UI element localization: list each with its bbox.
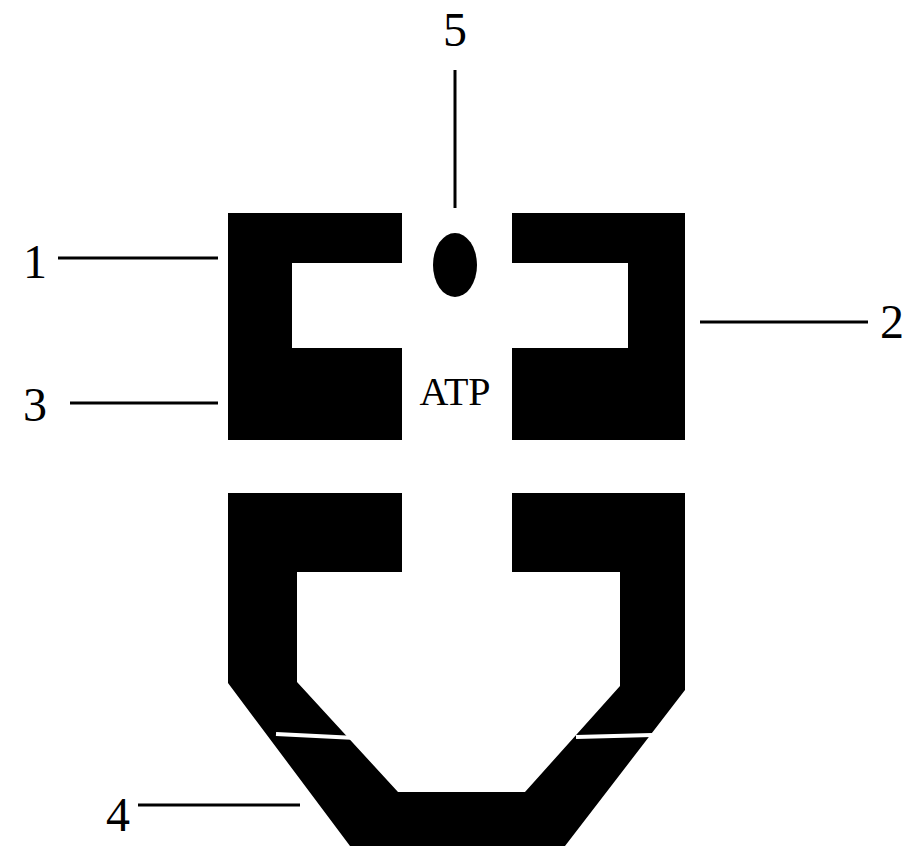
- leader-line: [138, 804, 300, 807]
- enzyme-part-left: [228, 213, 402, 440]
- callout-number: 3: [23, 381, 47, 429]
- substrate-label: ATP: [419, 372, 490, 412]
- cut-line: [276, 734, 356, 738]
- cut-line: [576, 735, 652, 737]
- callout-number: 1: [23, 238, 47, 286]
- leader-line: [58, 257, 218, 260]
- substrate-ellipse: [433, 233, 477, 297]
- leader-line: [70, 402, 218, 405]
- callout-number: 5: [443, 6, 467, 54]
- enzyme-part-right: [512, 213, 685, 440]
- leader-line: [700, 321, 868, 324]
- enzyme-lower-part: [228, 493, 685, 846]
- leader-line: [454, 70, 457, 208]
- callout-number: 4: [106, 791, 130, 839]
- callout-number: 2: [880, 298, 904, 346]
